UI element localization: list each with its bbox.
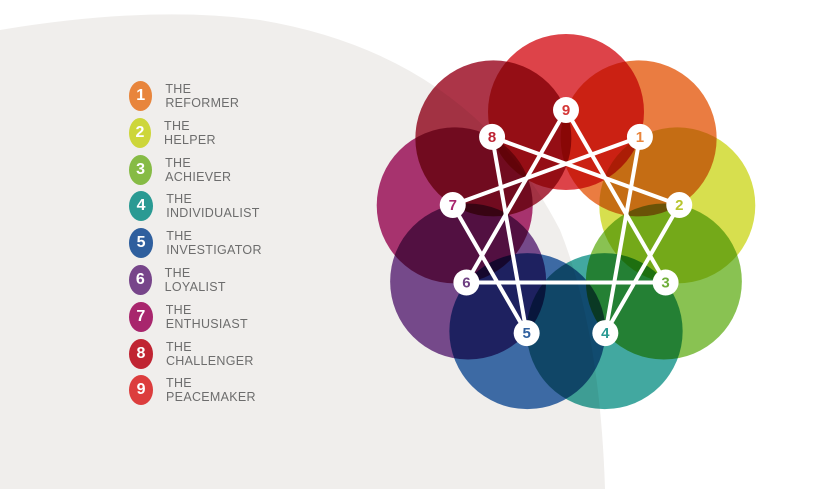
node-circle <box>439 192 466 219</box>
legend-item-6: 6 THE LOYALIST <box>129 265 233 295</box>
node-7: 7 <box>439 192 466 219</box>
legend-badge: 7 <box>129 301 153 332</box>
legend-badge: 4 <box>129 191 154 222</box>
node-number: 8 <box>488 129 496 146</box>
legend-label: THE CHALLENGER <box>165 339 254 368</box>
legend-item-8: 8 THE CHALLENGER <box>129 338 260 369</box>
legend-badge: 1 <box>129 81 153 111</box>
node-circle <box>453 269 480 296</box>
connection-line <box>603 134 642 336</box>
legend-badge: 6 <box>129 265 152 295</box>
legend-badge: 2 <box>129 117 152 148</box>
legend-badge: 9 <box>129 375 154 406</box>
legend-badge: 3 <box>129 154 153 185</box>
connection-line <box>450 203 529 336</box>
number-nodes: 9 1 2 3 4 5 6 7 8 <box>439 97 693 347</box>
connection-line <box>603 203 682 336</box>
node-number: 4 <box>601 325 610 342</box>
node-number: 9 <box>562 102 570 119</box>
node-number: 5 <box>522 325 530 342</box>
legend-label: THE HELPER <box>164 118 216 147</box>
node-circle <box>626 123 653 150</box>
connection-line <box>490 134 682 208</box>
node-4: 4 <box>592 320 619 347</box>
connection-lines <box>450 108 682 336</box>
connection-line <box>490 134 529 336</box>
node-number: 2 <box>675 197 683 214</box>
node-6: 6 <box>453 269 480 296</box>
node-number: 3 <box>661 275 669 292</box>
legend-label: THE ACHIEVER <box>165 155 232 184</box>
node-9: 9 <box>553 97 579 123</box>
legend-label: THE INDIVIDUALIST <box>166 192 260 221</box>
connection-line <box>450 134 642 208</box>
legend-badge: 5 <box>129 228 154 259</box>
node-circle <box>479 123 506 150</box>
legend-item-5: 5 THE INVESTIGATOR <box>129 228 268 259</box>
legend-badge: 8 <box>129 338 153 369</box>
node-8: 8 <box>479 123 506 150</box>
node-circle <box>652 269 679 296</box>
legend-item-3: 3 THE ACHIEVER <box>129 154 238 185</box>
node-circle <box>592 320 619 347</box>
legend-label: THE ENTHUSIAST <box>165 302 248 331</box>
legend-label: THE REFORMER <box>165 82 240 110</box>
legend-label: THE LOYALIST <box>164 266 226 294</box>
legend-item-4: 4 THE INDIVIDUALIST <box>129 191 266 222</box>
legend-label: THE PEACEMAKER <box>166 376 256 405</box>
legend-label: THE INVESTIGATOR <box>166 229 262 258</box>
legend-item-9: 9 THE PEACEMAKER <box>129 375 262 406</box>
node-number: 6 <box>462 275 470 292</box>
node-1: 1 <box>626 123 653 150</box>
node-circle <box>553 97 579 123</box>
legend-item-1: 1 THE REFORMER <box>129 81 246 111</box>
legend-item-2: 2 THE HELPER <box>129 117 224 148</box>
node-number: 7 <box>449 197 457 214</box>
legend-item-7: 7 THE ENTHUSIAST <box>129 301 254 332</box>
node-5: 5 <box>513 320 540 347</box>
node-2: 2 <box>666 192 693 219</box>
node-3: 3 <box>652 269 679 296</box>
node-circle <box>666 192 693 219</box>
node-circle <box>513 320 540 347</box>
colored-circles <box>376 34 756 410</box>
node-number: 1 <box>636 129 644 146</box>
